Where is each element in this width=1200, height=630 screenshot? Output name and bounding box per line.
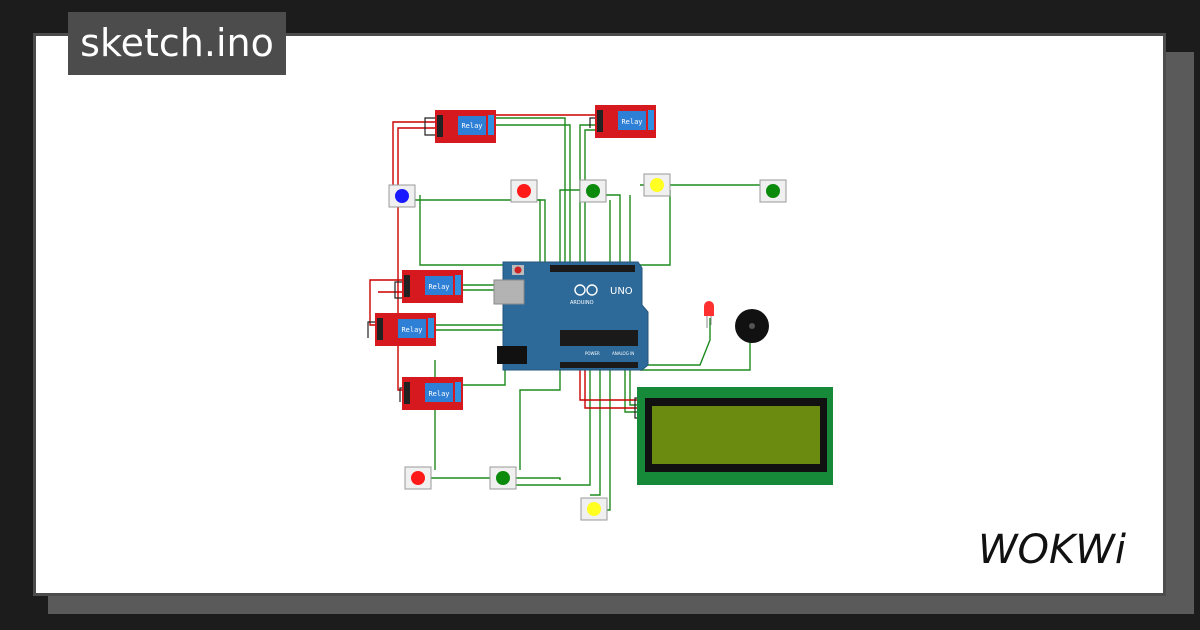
pushbutton-green-bottom[interactable] [489, 466, 517, 490]
pushbutton-red-bottom[interactable] [404, 466, 432, 490]
digital-header [550, 265, 635, 272]
relay-module-5[interactable]: Relay [402, 377, 463, 410]
relay-module-4[interactable]: Relay [375, 313, 436, 346]
power-label: POWER [585, 351, 600, 356]
usb-port [493, 279, 525, 305]
pushbutton-green-right[interactable] [759, 179, 787, 203]
reset-button-cap [514, 266, 522, 274]
relay-label: Relay [428, 390, 449, 398]
board-maker: ARDUINO [570, 300, 594, 306]
sketch-title: sketch.ino [68, 12, 286, 75]
button-cap [496, 471, 510, 485]
button-cap [586, 184, 600, 198]
piezo-buzzer[interactable] [735, 309, 769, 343]
board-name: UNO [610, 286, 633, 297]
brand-text: WOKWi [978, 527, 1126, 573]
wokwi-logo-icon: WOKWi [978, 527, 1126, 573]
relay-module-1[interactable]: Relay [435, 110, 496, 143]
button-cap [587, 502, 601, 516]
relay-label: Relay [461, 122, 482, 130]
arduino-logo-icon-right [586, 284, 598, 296]
microcontroller-chip [560, 330, 638, 346]
button-cap [411, 471, 425, 485]
pushbutton-blue[interactable] [388, 184, 416, 208]
relay-label: Relay [621, 118, 642, 126]
button-cap [650, 178, 664, 192]
arduino-uno-board[interactable]: UNO ARDUINO POWER ANALOG IN [493, 261, 649, 371]
lcd-display[interactable] [637, 387, 833, 485]
relay-label: Relay [428, 283, 449, 291]
wokwi-logo: WOKWi [978, 523, 1148, 578]
arduino-logo-icon [574, 284, 586, 296]
pushbutton-yellow-bottom[interactable] [580, 497, 608, 521]
button-cap [517, 184, 531, 198]
button-cap [766, 184, 780, 198]
analog-label: ANALOG IN [612, 351, 634, 356]
pushbutton-yellow-top[interactable] [643, 173, 671, 197]
pushbutton-red-top[interactable] [510, 179, 538, 203]
power-analog-header [560, 362, 638, 368]
power-jack [497, 346, 527, 364]
pushbutton-green-top[interactable] [579, 179, 607, 203]
red-led[interactable] [704, 301, 714, 328]
relay-module-3[interactable]: Relay [402, 270, 463, 303]
button-cap [395, 189, 409, 203]
lcd-screen [652, 406, 820, 464]
relay-label: Relay [401, 326, 422, 334]
green-wires [415, 117, 760, 511]
relay-module-2[interactable]: Relay [595, 105, 656, 138]
